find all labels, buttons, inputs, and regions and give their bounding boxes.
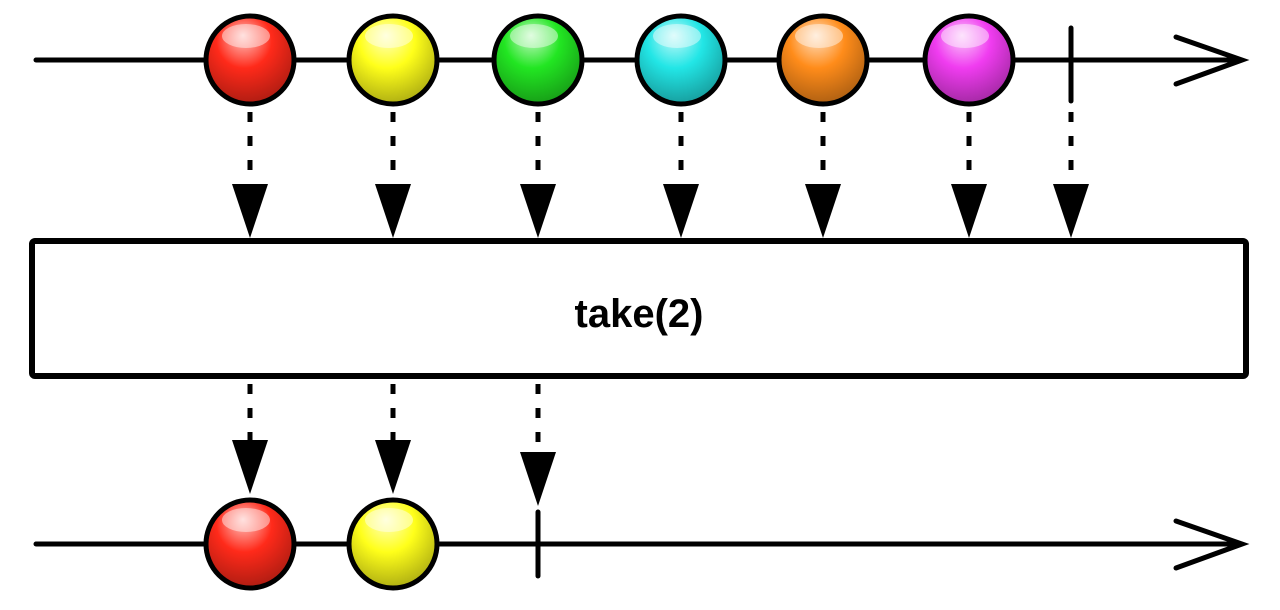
output-timeline-arrowhead [1173, 518, 1250, 571]
input-connector-1-arrowhead [232, 184, 268, 238]
input-red-marble-circle [203, 13, 297, 107]
input-connector-2 [375, 112, 411, 238]
input-red-marble [203, 13, 297, 107]
input-orange-marble-highlight [795, 24, 843, 48]
output-yellow-marble [346, 497, 440, 591]
input-connector-4 [663, 112, 699, 238]
output-red-marble [203, 497, 297, 591]
input-connector-4-arrowhead [663, 184, 699, 238]
input-connector-5-arrowhead [805, 184, 841, 238]
input-green-marble [491, 13, 585, 107]
operator-box: take(2) [29, 238, 1249, 379]
input-completion-connector-arrowhead [1053, 184, 1089, 238]
output-completion-connector-arrowhead [520, 452, 556, 506]
operator-to-output-connectors [232, 384, 556, 506]
input-yellow-marble-circle [346, 13, 440, 107]
input-cyan-marble-circle [634, 13, 728, 107]
input-connector-2-arrowhead [375, 184, 411, 238]
input-magenta-marble-highlight [941, 24, 989, 48]
input-connector-5 [805, 112, 841, 238]
input-magenta-marble [922, 13, 1016, 107]
input-cyan-marble [634, 13, 728, 107]
input-connector-6 [951, 112, 987, 238]
input-cyan-marble-highlight [653, 24, 701, 48]
input-orange-marble [776, 13, 870, 107]
output-connector-1 [232, 384, 268, 494]
input-green-marble-circle [491, 13, 585, 107]
output-connector-2 [375, 384, 411, 494]
output-connector-1-arrowhead [232, 440, 268, 494]
output-marbles [203, 497, 440, 591]
input-yellow-marble [346, 13, 440, 107]
output-connector-2-arrowhead [375, 440, 411, 494]
input-orange-marble-circle [776, 13, 870, 107]
input-magenta-marble-circle [922, 13, 1016, 107]
output-yellow-marble-circle [346, 497, 440, 591]
input-connector-3 [520, 112, 556, 238]
input-connector-6-arrowhead [951, 184, 987, 238]
input-to-operator-connectors [232, 112, 1089, 238]
input-yellow-marble-highlight [365, 24, 413, 48]
output-yellow-marble-highlight [365, 508, 413, 532]
input-marbles [203, 13, 1016, 107]
output-completion-connector [520, 384, 556, 506]
input-timeline-arrowhead [1173, 34, 1250, 87]
input-red-marble-highlight [222, 24, 270, 48]
output-red-marble-circle [203, 497, 297, 591]
operator-label: take(2) [575, 292, 704, 336]
output-red-marble-highlight [222, 508, 270, 532]
input-completion-connector [1053, 112, 1089, 238]
input-connector-1 [232, 112, 268, 238]
operator-box-rect [29, 238, 1249, 379]
input-connector-3-arrowhead [520, 184, 556, 238]
input-green-marble-highlight [510, 24, 558, 48]
